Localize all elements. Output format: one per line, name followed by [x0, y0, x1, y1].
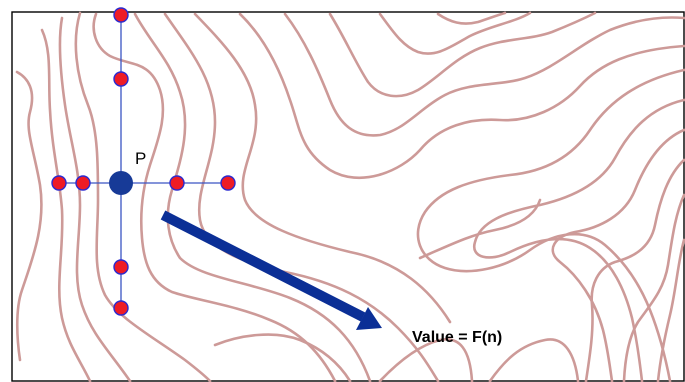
arrow-shaft	[160, 210, 366, 322]
contour-line	[584, 158, 685, 382]
point-label: P	[135, 149, 147, 168]
contour-lines	[15, 11, 685, 382]
arrow-head	[356, 307, 382, 330]
contour-line	[92, 12, 337, 382]
contour-line	[40, 28, 92, 382]
contour-line	[58, 16, 132, 382]
contour-line	[418, 198, 542, 260]
sample-point	[51, 175, 67, 191]
sample-point	[113, 300, 129, 316]
center-point	[109, 171, 133, 195]
gradient-arrow	[160, 210, 382, 330]
contour-line	[283, 12, 685, 137]
sample-points	[51, 7, 236, 316]
contour-line	[213, 333, 352, 382]
sample-point	[113, 7, 129, 23]
contour-line	[238, 12, 685, 180]
sample-point	[220, 175, 236, 191]
contour-line	[622, 193, 685, 382]
contour-line	[328, 11, 597, 98]
contour-line	[436, 11, 507, 25]
frame-border	[11, 11, 685, 382]
value-label: Value = F(n)	[412, 329, 503, 346]
contour-line	[378, 11, 532, 55]
contour-line	[74, 11, 212, 382]
contour-line	[193, 12, 452, 324]
contour-line	[133, 12, 372, 382]
contour-line	[488, 338, 580, 382]
sample-point	[113, 71, 129, 87]
contour-line	[656, 238, 685, 382]
contour-line	[551, 128, 685, 382]
sample-point	[75, 175, 91, 191]
contour-line	[472, 98, 685, 382]
sample-point	[113, 259, 129, 275]
sample-point	[169, 175, 185, 191]
contour-line	[416, 68, 685, 382]
contour-line	[15, 70, 43, 362]
contour-line	[163, 12, 440, 382]
contour-line	[378, 338, 474, 382]
